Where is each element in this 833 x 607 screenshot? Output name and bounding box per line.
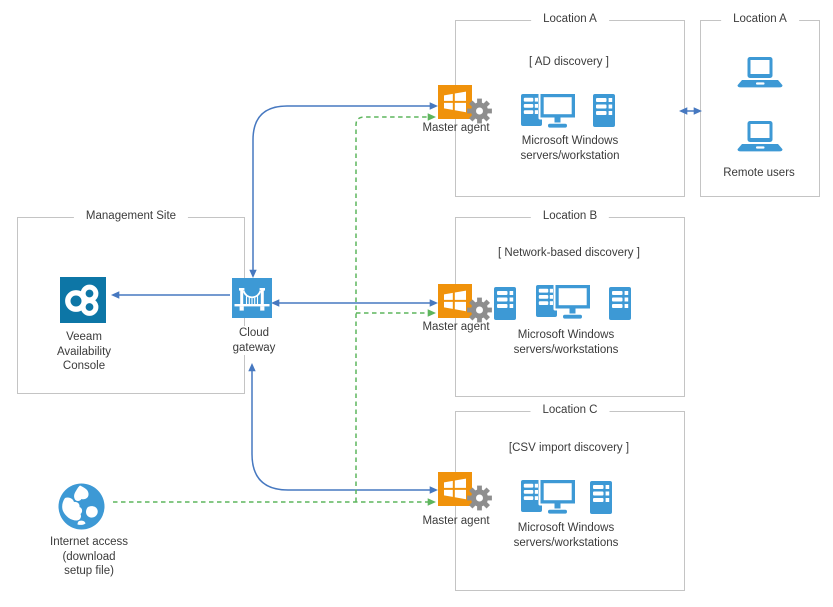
location-b-box: Location B [455, 210, 685, 397]
workstation-b-icon [536, 283, 592, 320]
servers-b-label: Microsoft Windows servers/workstations [513, 329, 619, 356]
location-c-discovery-label: [CSV import discovery ] [508, 442, 630, 454]
remote-users-label: Remote users [723, 167, 795, 179]
servers-c-label: Microsoft Windows servers/workstations [513, 522, 619, 549]
server-c-icon [590, 481, 612, 514]
location-a-discovery-label: [ AD discovery ] [529, 56, 609, 68]
master-agent-c-icon [438, 472, 493, 512]
location-c-box: Location C [455, 404, 685, 591]
workstation-a-icon [521, 92, 577, 129]
location-a-title: Location A [531, 13, 609, 25]
master-agent-b-label: Master agent [422, 321, 490, 333]
cloud-gateway-label: Cloud gateway [206, 326, 302, 355]
dashed-internet-to-agent-a [355, 113, 436, 502]
server-a-icon [593, 94, 615, 127]
management-site-box: Management Site [17, 210, 245, 394]
veeam-availability-console-icon [60, 277, 106, 323]
remote-site-title: Location A [721, 13, 799, 25]
server-b1-icon [494, 287, 516, 320]
internet-access-label: Internet access (download setup file) [50, 536, 128, 577]
cloud-gateway-icon [232, 278, 272, 318]
workstation-c-icon [521, 478, 577, 515]
server-b2-icon [609, 287, 631, 320]
master-agent-b-icon [438, 284, 493, 324]
servers-a-label: Microsoft Windows servers/workstation [520, 135, 620, 162]
location-c-title: Location C [530, 404, 610, 416]
master-agent-a-icon [438, 85, 493, 125]
management-site-title: Management Site [73, 210, 189, 222]
location-b-title: Location B [530, 210, 610, 222]
internet-globe-icon [58, 483, 105, 530]
master-agent-c-label: Master agent [422, 515, 490, 527]
arrow-gateway-agent-a [249, 102, 438, 278]
laptop-icon [737, 121, 783, 152]
arrow-gateway-agent-c [248, 363, 438, 494]
location-b-discovery-label: [ Network-based discovery ] [498, 247, 640, 259]
laptop-icon [737, 57, 783, 88]
veeam-availability-console-label: Veeam Availability Console [56, 331, 112, 372]
